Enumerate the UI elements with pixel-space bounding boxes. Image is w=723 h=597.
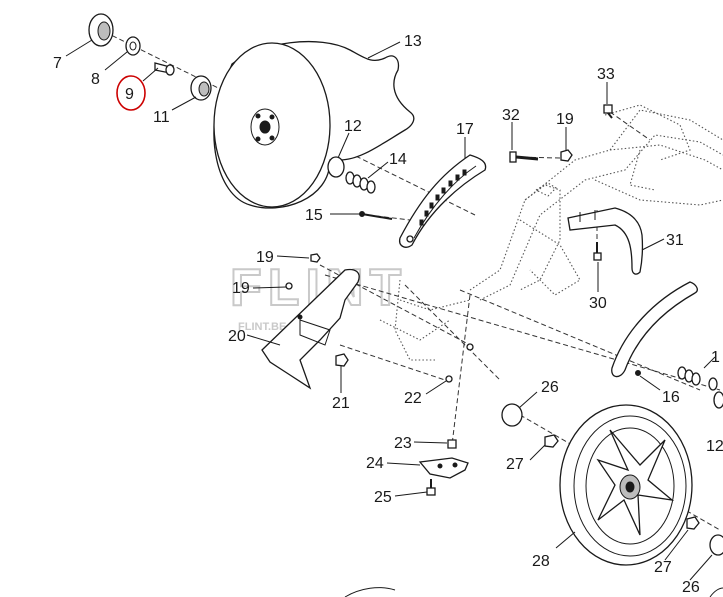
mower-frame — [379, 104, 723, 361]
callout-26-left: 26 — [541, 379, 559, 396]
callout-7: 7 — [53, 55, 62, 72]
callout-12-right: 12 — [706, 438, 723, 455]
part-21-nut — [335, 353, 349, 385]
part-20-rear-bracket — [261, 268, 360, 390]
callout-23: 23 — [394, 435, 412, 452]
part-24-latch — [418, 457, 469, 479]
callout-27-right: 27 — [654, 559, 672, 576]
part-26-washer-right — [709, 534, 723, 556]
watermark-domain: FLINT.BE — [238, 321, 286, 333]
leader-lines — [65, 39, 716, 581]
part-19-bottom-cut — [344, 587, 723, 597]
part-27-nut-left — [544, 434, 559, 448]
callout-1-right-cut: 1 — [711, 349, 720, 366]
callout-13: 13 — [404, 33, 422, 50]
callout-32: 32 — [502, 107, 520, 124]
callout-11: 11 — [153, 109, 170, 126]
part-19-nut-left — [310, 253, 321, 263]
highlight-ring-9 — [116, 75, 146, 111]
part-26-washer-left — [501, 403, 523, 427]
callout-24: 24 — [366, 455, 384, 472]
part-33-screw — [603, 104, 613, 119]
part-11-bearing — [190, 75, 212, 101]
part-12-ring — [327, 156, 345, 178]
callout-20: 20 — [228, 328, 246, 345]
part-28-wheel — [559, 404, 693, 566]
callout-27-left: 27 — [506, 456, 524, 473]
callout-14: 14 — [389, 151, 407, 168]
callout-28: 28 — [532, 553, 550, 570]
callout-17: 17 — [456, 121, 474, 138]
part-8-washer — [125, 36, 141, 56]
callout-26-right: 26 — [682, 579, 700, 596]
callout-12: 12 — [344, 118, 362, 135]
part-23-clip — [447, 439, 457, 449]
callout-19-top: 19 — [556, 111, 574, 128]
part-18-height-rack-right — [611, 281, 698, 378]
part-17-height-rack — [399, 154, 487, 248]
part-31-lever — [567, 207, 644, 275]
part-14-spring-right — [677, 366, 718, 391]
callout-8: 8 — [91, 71, 100, 88]
part-22-screw — [445, 343, 474, 383]
part-16-pin — [635, 370, 641, 376]
part-27-nut-right — [686, 516, 700, 530]
part-7-wheel-cap — [88, 13, 114, 47]
callout-31: 31 — [666, 232, 684, 249]
callout-9: 9 — [125, 86, 134, 103]
callout-16: 16 — [662, 389, 680, 406]
callout-labels: 7 8 9 11 13 12 14 15 17 32 19 33 31 30 1… — [53, 33, 723, 596]
callout-19-mid: 19 — [232, 280, 250, 297]
callout-21: 21 — [332, 395, 350, 412]
part-9-bolt — [154, 62, 175, 76]
part-15-pin — [359, 211, 393, 220]
part-19-nut-top — [560, 149, 573, 162]
part-25-screw — [426, 479, 436, 496]
callout-33: 33 — [597, 66, 615, 83]
callout-19-left: 19 — [256, 249, 274, 266]
part-30-screw — [593, 242, 602, 261]
part-32-bolt — [509, 151, 539, 163]
part-14-spring — [345, 171, 376, 194]
callout-22: 22 — [404, 390, 422, 407]
part-19-nut-mid — [285, 282, 293, 290]
callout-30: 30 — [589, 295, 607, 312]
part-12-ring-right — [713, 391, 723, 409]
part-13-rear-flap — [213, 40, 415, 209]
callout-15: 15 — [305, 207, 323, 224]
callout-25: 25 — [374, 489, 392, 506]
